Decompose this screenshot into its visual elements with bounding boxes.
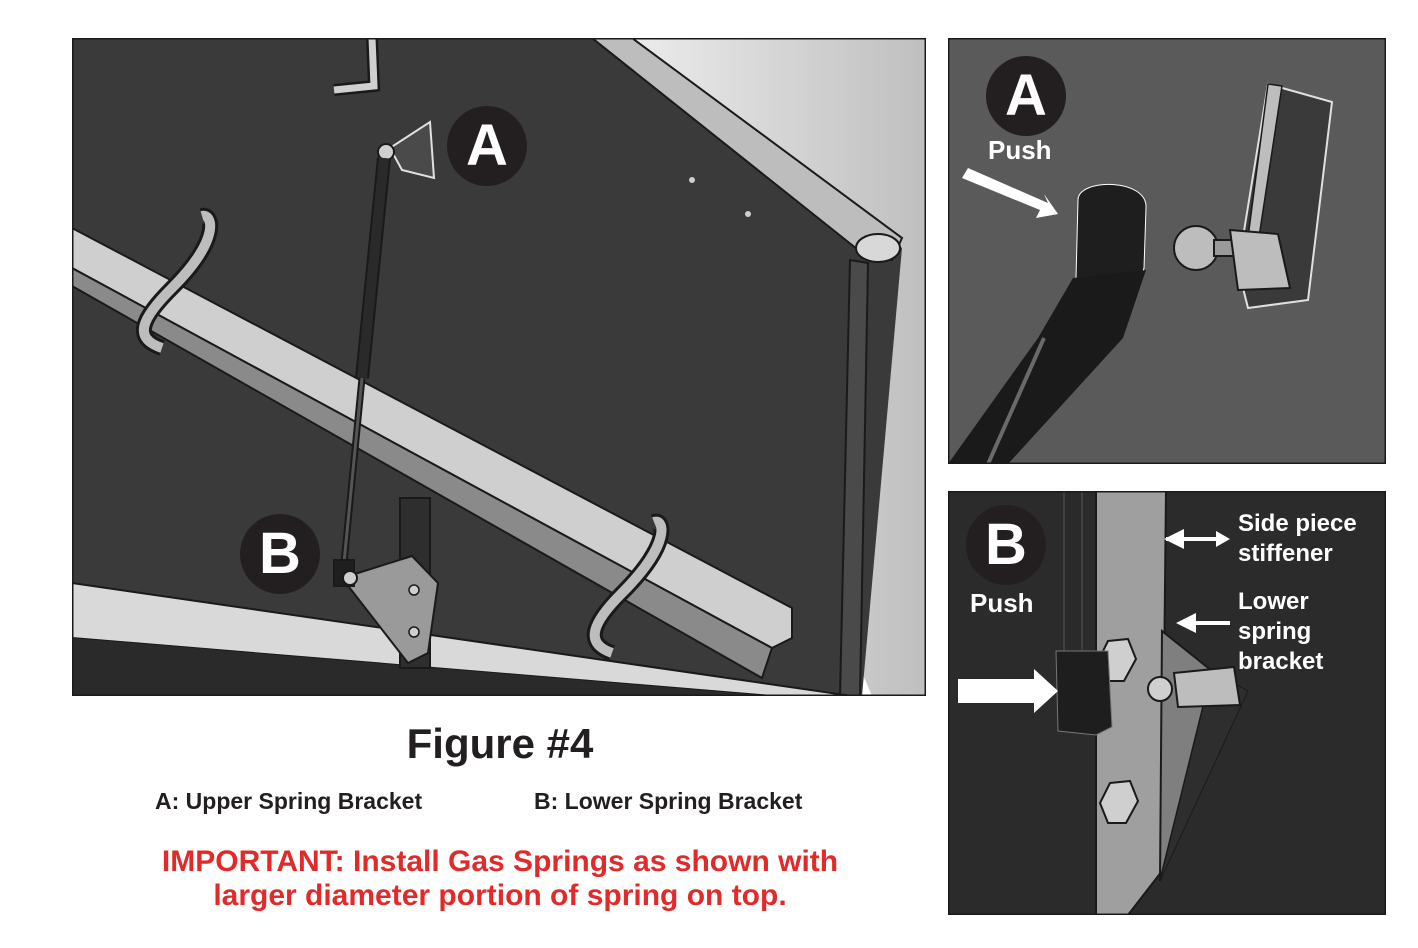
important-note: IMPORTANT: Install Gas Springs as shown … [80,845,920,913]
side-piece-stiffener-callout: Side piece stiffener [1238,509,1357,569]
figure-title: Figure #4 [406,720,594,767]
legend-upper-bracket: A: Upper Spring Bracket [155,788,423,814]
callout-bracket-line3: bracket [1238,648,1324,675]
badge-b: B [240,514,320,594]
important-note-line2: larger diameter portion of spring on top… [213,879,787,912]
detail-a-push-label: Push [988,135,1052,165]
detail-b-push-label: Push [970,588,1034,618]
detail-a-panel: A Push [948,38,1386,464]
callout-stiffener-line2: stiffener [1238,540,1333,567]
callout-bracket-line2: spring [1238,618,1312,645]
lower-spring-bracket-callout: Lower spring bracket [1238,587,1323,677]
detail-a-badge: A [986,56,1066,136]
callout-stiffener-line1: Side piece [1238,510,1357,537]
main-illustration: A B [72,38,926,696]
important-note-line1: IMPORTANT: Install Gas Springs as shown … [161,845,839,878]
detail-b-panel: B Push Side piece stiffener Lower spring… [948,491,1386,915]
callout-bracket-line1: Lower [1238,588,1309,615]
badge-a: A [447,106,527,186]
legend-lower-bracket: B: Lower Spring Bracket [534,788,803,814]
detail-b-badge: B [966,505,1046,585]
